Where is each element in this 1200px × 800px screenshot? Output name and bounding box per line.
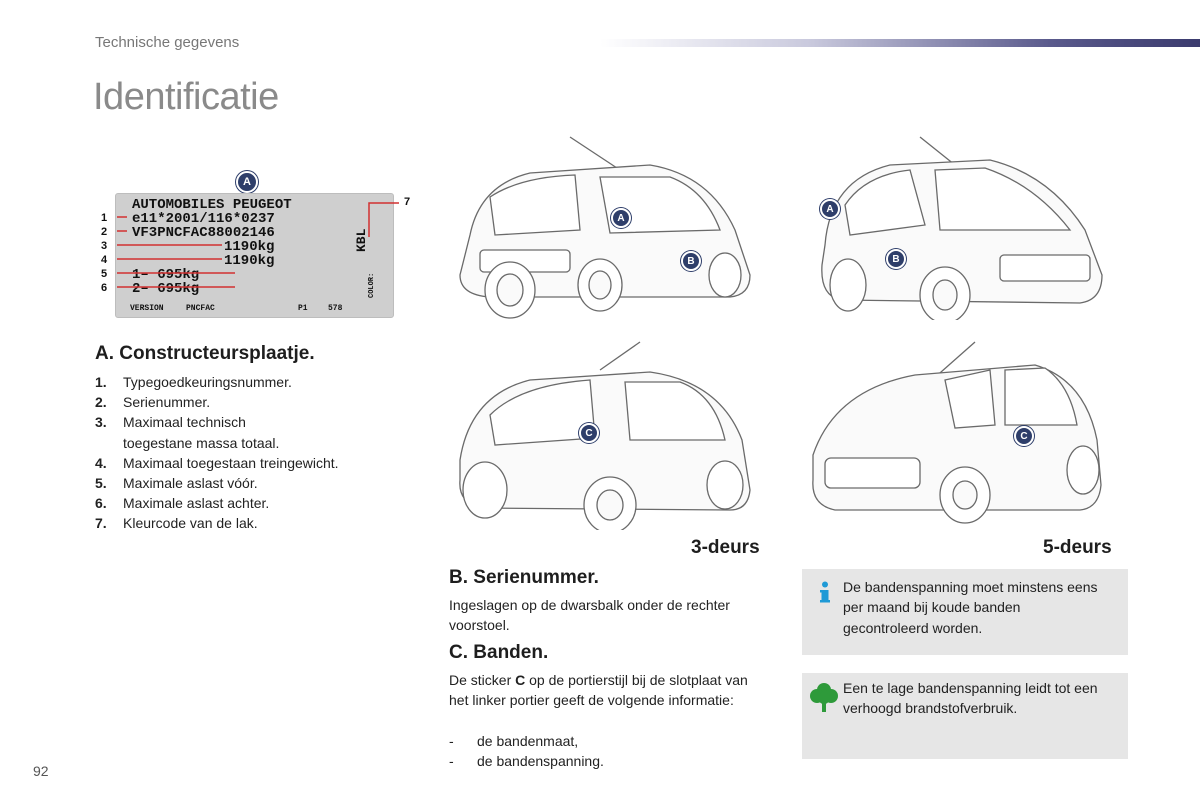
header-accent-bar [600,39,1200,47]
plate-callout-lines [117,202,399,288]
plate-row-3: 1190kg [224,239,275,255]
badge-c-3door: C [579,423,599,443]
section-b-text: Ingeslagen op de dwarsbalk onder de rech… [449,597,730,634]
plate-num-1: 1 [101,212,108,224]
section-b-title: B. Serienummer. [449,567,599,588]
badge-a-5door: A [820,199,840,219]
plate-row-6: 2– 695kg [132,281,200,297]
list-item: 2.Serienummer. [95,394,211,411]
car-5door-front-illustration [821,136,1103,320]
badge-b-5door: B [886,249,906,269]
section-c-title: C. Banden. [449,642,549,663]
section-c-intro: De sticker C op de portierstijl bij de s… [449,672,748,709]
plate-row-2: VF3PNCFAC88002146 [132,225,275,241]
list-item: 7.Kleurcode van de lak. [95,515,258,532]
list-item: 1.Typegoedkeuringsnummer. [95,374,292,390]
list-item: 3.Maximaal technisch toegestane massa to… [95,414,280,451]
list-item: -de bandenmaat, [449,733,579,749]
plate-footer-p1: P1 [298,304,308,313]
info-icon [820,581,830,603]
sticker-letter: C [515,672,526,688]
plate-footer-version: VERSION [130,304,164,313]
section-a-title: A. Constructeursplaatje. [95,343,315,364]
plate-row-5: 1– 695kg [132,267,200,283]
tree-icon [810,683,838,712]
list-item: 6.Maximale aslast achter. [95,495,270,512]
car-3door-side-illustration [459,341,751,530]
plate-num-6: 6 [101,282,108,294]
section-a-list: 1.Typegoedkeuringsnummer. 2.Serienummer.… [95,372,383,534]
plate-row-4: 1190kg [224,253,275,269]
car-3door-rear-illustration [459,136,751,319]
badge-c-5door: C [1014,426,1034,446]
section-header: Technische gegevens [95,34,240,51]
info-box-text: De bandenspanning moet minstens eens per… [843,579,1098,636]
page-title: Identificatie [93,76,279,118]
plate-num-2: 2 [101,226,108,238]
list-item: 4.Maximaal toegestaan treingewicht. [95,454,339,471]
manufacturer-plate: AUTOMOBILES PEUGEOT e11*2001/116*0237 VF… [115,193,394,318]
list-item: 5.Maximale aslast vóór. [95,475,258,492]
car-5door-side-illustration [812,341,1102,524]
plate-footer-pncfac: PNCFAC [186,304,215,313]
plate-num-4: 4 [101,254,108,266]
plate-row-1: e11*2001/116*0237 [132,211,275,227]
list-item: -de bandenspanning. [449,753,604,770]
section-c-list: -de bandenmaat, -de bandenspanning. [449,731,604,772]
plate-num-5: 5 [101,268,108,280]
caption-3-door: 3-deurs [691,537,760,558]
page-number: 92 [33,763,49,779]
eco-info-box: Een te lage bandenspanning leidt tot een… [802,673,1128,759]
plate-num-7: 7 [404,196,411,208]
plate-brand: AUTOMOBILES PEUGEOT [132,197,292,213]
badge-a-plate: A [236,171,258,193]
eco-box-text: Een te lage bandenspanning leidt tot een… [843,680,1098,717]
badge-b-3door: B [681,251,701,271]
plate-num-3: 3 [101,240,108,252]
caption-5-door: 5-deurs [1043,537,1112,558]
tyre-pressure-info-box: De bandenspanning moet minstens eens per… [802,569,1128,655]
badge-a-3door: A [611,208,631,228]
plate-footer-num: 578 [328,304,343,313]
